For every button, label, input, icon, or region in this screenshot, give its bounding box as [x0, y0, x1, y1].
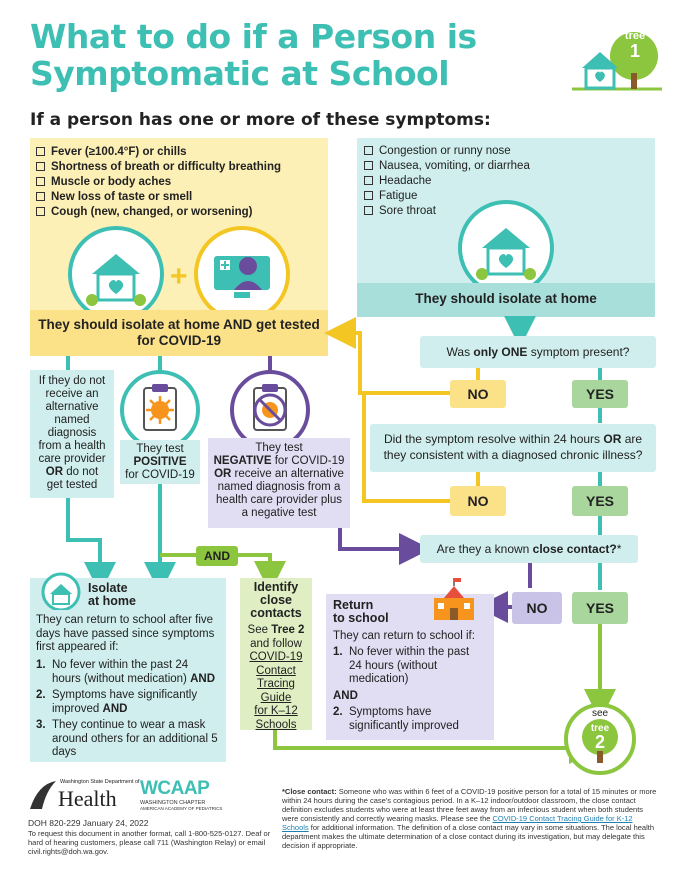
answer-no-1: NO [450, 380, 506, 408]
branch-negative: They test NEGATIVE for COVID-19 OR recei… [208, 438, 350, 528]
return-intro: They can return to school if: [333, 630, 475, 642]
symptom-item: Muscle or body aches [36, 175, 281, 190]
checkbox-icon [36, 207, 45, 216]
checkbox-icon [36, 147, 45, 156]
return-heading: Return to school [333, 598, 389, 625]
answer-no-2: NO [450, 486, 506, 516]
symptom-item: Headache [364, 174, 530, 189]
return-steps: 1.No fever within the past 24 hours (wit… [333, 646, 483, 733]
list-item: 2.Symptoms have significantly improved A… [36, 689, 198, 715]
symptom-item: New loss of taste or smell [36, 190, 281, 205]
house-icon [68, 226, 164, 322]
list-item: 2.Symptoms have significantly improved [333, 706, 459, 732]
request-info: To request this document in another form… [28, 829, 271, 856]
doc-id: DOH 820-229 January 24, 2022 [28, 818, 149, 828]
answer-yes-2: YES [572, 486, 628, 516]
list-item: 3.They continue to wear a mask around ot… [36, 719, 218, 758]
isolate-heading: Isolate at home [88, 581, 136, 608]
question-close-contact: Are they a known close contact?* [420, 535, 638, 563]
tree-2-badge: see tree 2 [564, 703, 636, 775]
close-contact-footnote: *Close contact: Someone who was within 6… [282, 787, 657, 850]
symptom-item: Cough (new, changed, or worsening) [36, 205, 281, 220]
symptom-item: Fatigue [364, 189, 530, 204]
tree-1-badge [572, 32, 662, 91]
answer-no-3: NO [512, 592, 562, 624]
close-contacts-panel: Identify close contacts See Tree 2 and f… [240, 578, 312, 731]
contact-tracing-guide-link[interactable]: COVID-19 Contact Tracing Guide for K–12 … [249, 651, 303, 731]
list-item: 1.No fever within the past 24 hours (wit… [333, 646, 470, 685]
isolate-steps: 1.No fever within the past 24 hours (wit… [36, 659, 220, 763]
symptom-item: Congestion or runny nose [364, 144, 530, 159]
plus-icon: + [170, 260, 188, 293]
main-symptom-list: Fever (≥100.4°F) or chills Shortness of … [36, 145, 281, 220]
house-icon [458, 200, 554, 296]
doh-logo: Washington State Department of Health [28, 775, 140, 815]
house-icon [41, 572, 81, 610]
checkbox-icon [36, 162, 45, 171]
checkbox-icon [364, 146, 373, 155]
symptom-item: Fever (≥100.4°F) or chills [36, 145, 281, 160]
symptom-item: Nausea, vomiting, or diarrhea [364, 159, 530, 174]
isolate-only-banner: They should isolate at home [357, 283, 655, 317]
checkbox-icon [364, 206, 373, 215]
list-item: 1.No fever within the past 24 hours (wit… [36, 659, 215, 685]
question-one-symptom: Was only ONE symptom present? [420, 336, 656, 368]
title-line-1: What to do if a Person is [30, 17, 477, 56]
checkbox-icon [364, 191, 373, 200]
wcaap-logo: WCAAP WASHINGTON CHAPTER AMERICAN ACADEM… [140, 778, 223, 811]
title-line-2: Symptomatic at School [30, 54, 450, 93]
mountain-icon [30, 781, 56, 809]
branch-positive: They test POSITIVE for COVID-19 [120, 440, 200, 484]
subtitle: If a person has one or more of these sym… [30, 110, 491, 130]
tree-1-label: tree 1 [624, 30, 646, 61]
symptom-item: Sore throat [364, 204, 530, 219]
checkbox-icon [364, 176, 373, 185]
footnote-guide-link[interactable]: COVID-19 Contact Tracing Guide for K-12 … [282, 814, 633, 832]
branch-no-test: If they do not receive an alternative na… [30, 370, 114, 498]
answer-yes-1: YES [572, 380, 628, 408]
page-title: What to do if a Person is Symptomatic at… [30, 18, 530, 92]
school-icon [434, 578, 474, 620]
symptom-item: Shortness of breath or difficulty breath… [36, 160, 281, 175]
question-resolve: Did the symptom resolve within 24 hours … [370, 424, 656, 472]
checkbox-icon [36, 192, 45, 201]
checkbox-icon [364, 161, 373, 170]
isolate-and-test-banner: They should isolate at home AND get test… [30, 310, 328, 356]
and-connector-label: AND [196, 546, 238, 566]
checkbox-icon [36, 177, 45, 186]
virus-clipboard-icon [120, 370, 200, 450]
other-symptom-list: Congestion or runny nose Nausea, vomitin… [364, 144, 530, 219]
isolate-intro: They can return to school after five day… [36, 614, 215, 653]
negative-clipboard-icon [230, 370, 310, 450]
answer-yes-3: YES [572, 592, 628, 624]
